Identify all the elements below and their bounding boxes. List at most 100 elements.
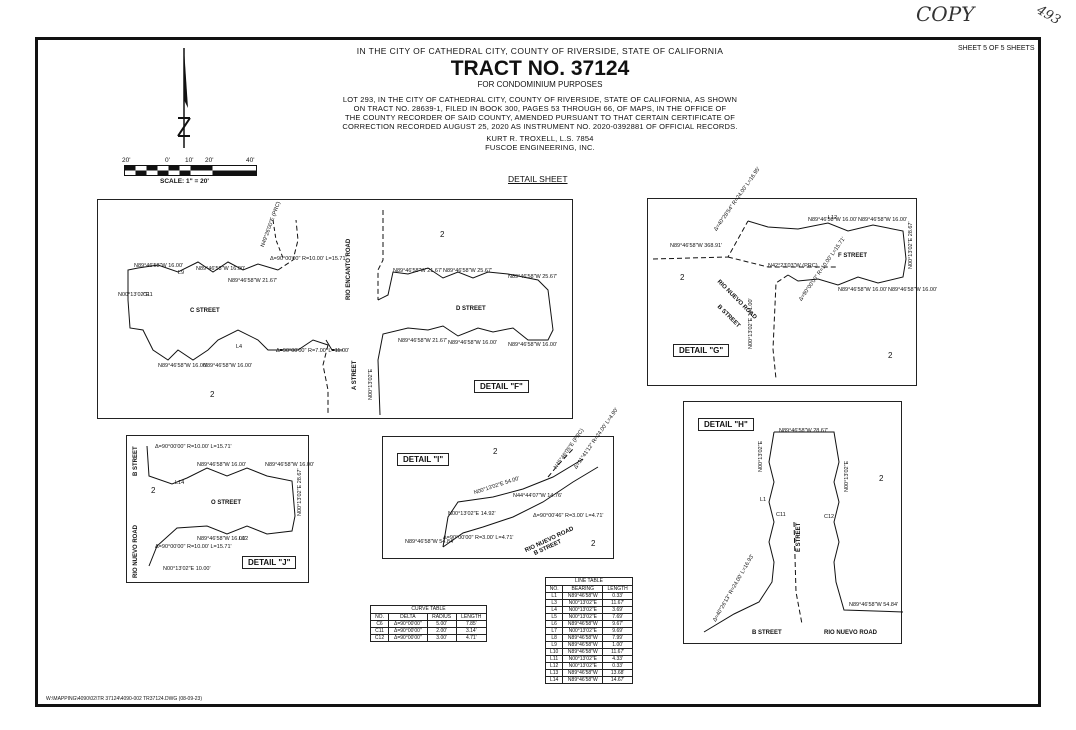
description-line-1: LOT 293, IN THE CITY OF CATHEDRAL CITY, … <box>342 95 738 104</box>
tract-subtitle: FOR CONDOMINIUM PURPOSES <box>477 80 603 89</box>
curve-cell: C12 <box>369 634 390 642</box>
j-bearing-1: N89°46'58"W 16.00' <box>197 462 247 468</box>
detail-f-drawing <box>127 210 554 416</box>
curve-cell: 3.14' <box>455 627 488 635</box>
detail-g-drawing <box>652 220 907 380</box>
detail-i-label: DETAIL "I" <box>397 453 450 466</box>
f-l4: L4 <box>236 344 243 350</box>
line-cell: N89°46'58"W <box>562 648 604 656</box>
page-number-annotation: 493 <box>1033 2 1063 29</box>
o-street-label: O STREET <box>211 500 242 506</box>
detail-sheet-heading: DETAIL SHEET <box>508 174 568 184</box>
line-cell: N00°13'02"E <box>562 662 604 670</box>
line-cell: 7.69' <box>602 613 633 621</box>
line-cell: L1 <box>544 592 564 600</box>
i-lot-label-2: 2 <box>591 539 596 548</box>
f-curve-2: Δ=90°00'00" R=7.00' L=11.00' <box>276 348 350 354</box>
line-cell: 14.67' <box>602 676 633 684</box>
curve-cell: 2.00' <box>426 627 457 635</box>
detail-h-panel: N89°46'58"W 28.67' N00°13'02"E N00°13'02… <box>683 401 903 644</box>
sheet-number: SHEET 5 OF 5 SHEETS <box>958 45 1035 52</box>
table-row: C6 Δ=90°00'00" 5.00' 7.85' <box>369 620 488 628</box>
f-bearing-12: N89°46'58"W 16.00' <box>508 342 558 348</box>
f-lot-label-2: 2 <box>210 390 215 399</box>
f-bearing-10: N89°46'58"W 21.67' <box>398 338 448 344</box>
detail-j-panel: Δ=90°00'00" R=10.00' L=15.71' N89°46'58"… <box>126 435 314 583</box>
detail-f-panel: N89°46'58"W 16.00' L9 N89°46'58"W 16.00'… <box>97 199 573 419</box>
table-row: C11 Δ=90°00'00" 2.00' 3.14' <box>369 627 488 635</box>
line-cell: N89°46'58"W <box>562 676 604 684</box>
curve-cell: Δ=90°00'00" <box>388 634 428 642</box>
detail-g-label: DETAIL "G" <box>673 344 730 357</box>
line-cell: L4 <box>544 606 564 614</box>
f-bearing-2: N89°46'58"W 16.00' <box>196 266 246 272</box>
detail-h-drawing <box>703 431 903 633</box>
g-l12: L12 <box>828 215 838 221</box>
line-cell: 9.69' <box>602 627 633 635</box>
j-lot-label: 2 <box>151 486 156 495</box>
f-street-label: F STREET <box>838 253 868 259</box>
line-cell: L13 <box>544 669 564 677</box>
i-bearing-3: N00°13'02"E 14.92' <box>448 511 496 517</box>
h-c11: C11 <box>776 512 786 518</box>
f-bearing-1: N89°46'58"W 16.00' <box>134 263 184 269</box>
line-cell: N89°46'58"W <box>562 641 604 649</box>
f-c11: C11 <box>143 292 153 298</box>
i-bearing-4: N89°46'58"W 54.84' <box>405 539 455 545</box>
description-line-3: THE COUNTY RECORDER OF SAID COUNTY, AMEN… <box>345 113 735 122</box>
detail-i-panel: N00°13'02"E 54.00' N44°44'07"W 14.76' N0… <box>382 407 620 559</box>
line-cell: N89°46'58"W <box>562 634 604 642</box>
g-bearing-4: N89°46'58"W 16.00' <box>838 287 888 293</box>
line-cell: L6 <box>544 620 564 628</box>
line-cell: 0.33' <box>602 662 633 670</box>
curve-cell: C6 <box>369 620 390 628</box>
h-vertical-2: N00°13'02"E <box>844 460 850 492</box>
f-l9: L9 <box>178 270 185 276</box>
j-curve-1: Δ=90°00'00" R=10.00' L=15.71' <box>155 444 232 450</box>
line-cell: L5 <box>544 613 564 621</box>
curve-cell: 3.00' <box>426 634 457 642</box>
g-bearing-1: N89°46'58"W 368.91' <box>670 243 723 249</box>
curve-table-header: RADIUS <box>426 613 457 621</box>
i-lot-label: 2 <box>493 447 498 456</box>
file-path-footer: W:\MAPPING\4090\02\TR 37124\4090-002 TR3… <box>46 696 203 702</box>
h-bearing-2: N89°46'58"W 54.84' <box>849 602 899 608</box>
f-bearing-3: N89°46'58"W 21.67' <box>228 278 278 284</box>
curve-cell: Δ=90°00'00" <box>388 627 428 635</box>
line-cell: 4.33' <box>602 655 633 663</box>
detail-i-drawing <box>442 448 599 548</box>
h-vertical-1: N00°13'02"E <box>758 440 764 472</box>
curve-cell: Δ=90°00'00" <box>388 620 428 628</box>
f-curve-1: Δ=90°00'00" R=10.00' L=15.71' <box>270 256 347 262</box>
scale-tick-20-left: 20' <box>122 157 131 164</box>
i-curve-1: Δ=90°00'00" R=3.00' L=4.71' <box>443 535 514 541</box>
curve-table-title: CURVE TABLE <box>370 605 487 613</box>
a-street-label: A STREET <box>352 360 358 390</box>
j-bearing-2: N89°46'58"W 16.00' <box>265 462 315 468</box>
j-l14: L14 <box>175 480 185 486</box>
g-lot-label: 2 <box>680 273 685 282</box>
h-lot-label: 2 <box>879 474 884 483</box>
line-cell: L8 <box>544 634 564 642</box>
line-cell: 0.33' <box>602 592 633 600</box>
j-curve-2: Δ=90°00'00" R=10.00' L=15.71' <box>155 544 232 550</box>
detail-h-label: DETAIL "H" <box>698 418 754 431</box>
f-bearing-11: N89°46'58"W 16.00' <box>448 340 498 346</box>
line-cell: N00°13'02"E <box>562 613 604 621</box>
d-street-label: D STREET <box>456 306 486 312</box>
table-row: C12 Δ=90°00'00" 3.00' 4.71' <box>369 634 488 642</box>
line-cell: L9 <box>544 641 564 649</box>
f-bearing-6: N00°13'02"E <box>118 292 150 298</box>
line-cell: N00°13'02"E <box>562 655 604 663</box>
e-street-label: E STREET <box>796 522 802 552</box>
line-cell: N00°13'02"E <box>562 627 604 635</box>
detail-f-label: DETAIL "F" <box>474 380 529 393</box>
line-table-header: BEARING <box>562 585 604 593</box>
